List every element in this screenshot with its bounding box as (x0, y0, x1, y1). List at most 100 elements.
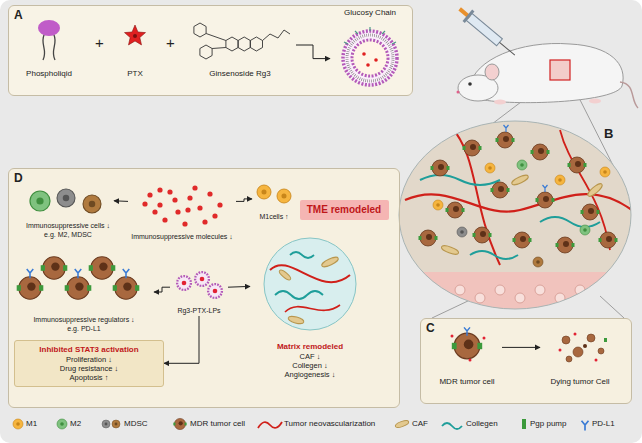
rg3-structure (194, 23, 206, 37)
tumor-illustration (581, 204, 600, 220)
tumor-illustration (568, 157, 587, 173)
tumor-illustration (491, 182, 510, 198)
legend-label: Tumor neovascularization (284, 419, 375, 429)
rg3-structure (238, 37, 250, 51)
drug-node: Rg3-PTX-LPs (170, 268, 228, 316)
tumor-illustration (441, 244, 460, 256)
matrix-illustration (264, 238, 356, 330)
node-text: Dying tumor Cell (550, 377, 609, 387)
tumor-illustration (580, 225, 590, 235)
dying-cell-icon (583, 344, 587, 348)
legend-label: CAF (412, 419, 428, 429)
mdr-cell-icon (483, 337, 486, 340)
matrix-illustration (270, 265, 350, 282)
rg3-structure (200, 45, 212, 59)
zoom-line (600, 296, 624, 318)
tumor-cell-chain (113, 277, 140, 299)
molecule-dots (207, 191, 212, 196)
tumor-cell-chain (17, 277, 44, 299)
highlight-box: TME remodeled (300, 200, 389, 220)
node-text: Drug resistance ↓ (60, 364, 118, 373)
tumor-cell-chain (123, 269, 130, 278)
mouse-illustration (550, 60, 570, 80)
legend-label: PD-L1 (592, 419, 615, 429)
panel-fill (420, 318, 632, 404)
node-text: Matrix remodeled (277, 342, 343, 352)
ptx-star (125, 25, 146, 45)
molecule-dots (202, 219, 207, 224)
immune-cell-icons (83, 195, 101, 213)
legend-icons (395, 419, 410, 428)
legend-icons (258, 422, 282, 428)
matrix-illustration (275, 291, 323, 299)
mdr-cell-icon (464, 327, 470, 335)
mouse-illustration (457, 43, 639, 108)
mdr-cell-icon (452, 333, 482, 359)
panel-fill (8, 168, 400, 408)
molecule-dots (167, 189, 172, 194)
connector-arrow (236, 199, 252, 202)
plus-sign: + (95, 34, 104, 52)
ptx-star (133, 34, 137, 38)
connector-arrow (164, 316, 199, 363)
effect-node: Immunosuppressive molecules ↓ (128, 184, 236, 242)
syringe-illustration (455, 3, 520, 61)
effect-node: Matrix remodeledCAF ↓Collegen ↓Angiogene… (250, 236, 370, 380)
legend-label: Pgp pump (530, 419, 566, 429)
m1-cell-icons (257, 185, 271, 199)
panel-box: DImmunosuppressive cells ↓e.g. M2, MDSCI… (8, 168, 400, 408)
tumor-illustration (536, 192, 555, 208)
node-text: Angiogenesis ↓ (285, 370, 336, 379)
tumor-cell-chain (75, 269, 82, 278)
phospholipid-icon (53, 35, 55, 60)
syringe-illustration (463, 10, 475, 23)
dying-cell-icon (566, 356, 572, 362)
molecule-dots (217, 202, 222, 207)
liposome-icon (342, 30, 398, 86)
tumor-illustration (463, 140, 482, 156)
syringe-illustration (466, 13, 502, 46)
node-text: Immunosuppressive regulators ↓ (33, 316, 134, 324)
tumor-cell-chain (65, 277, 92, 299)
tumor-illustration (431, 160, 450, 176)
tumor-illustration (399, 121, 631, 309)
rg3-structure (226, 37, 238, 51)
tumor-illustration (457, 227, 467, 237)
tumor-illustration (556, 237, 575, 253)
rg3-structure (206, 30, 290, 49)
legend-icons (57, 419, 67, 429)
tumor-illustration (517, 160, 527, 170)
tumor-illustration (531, 144, 550, 160)
tumor-illustration (496, 132, 515, 148)
liposome-icon (344, 27, 396, 44)
immune-cell-icons (57, 189, 75, 207)
liposome-icons (195, 272, 209, 286)
node-text: Rg3-PTX-LPs (177, 307, 220, 315)
matrix-illustration (287, 315, 304, 325)
dying-cell-icon (562, 336, 570, 344)
molecule-dots (192, 185, 197, 190)
matrix-illustration (285, 305, 340, 312)
panel-letter: B (604, 126, 613, 142)
molecule-dots (197, 205, 202, 210)
molecule-dots (142, 185, 222, 226)
molecule-dots (147, 192, 152, 197)
tumor-illustration (433, 200, 443, 210)
connector-arrow (114, 200, 128, 202)
dying-cell-icon (587, 334, 595, 342)
molecule-dots (162, 217, 167, 222)
node-text: Immunosuppressive molecules ↓ (131, 233, 233, 241)
panel-fill (8, 5, 413, 96)
node-text: TME remodeled (307, 204, 381, 216)
immune-cell-icons (30, 189, 101, 213)
component-node: PTX (112, 14, 158, 80)
molecule-dots (157, 202, 162, 207)
tumor-illustration (586, 182, 604, 198)
liposome-node: Glucosy Chain (330, 7, 410, 93)
legend-label: MDR tumor cell (190, 419, 245, 429)
legend-icons (112, 420, 120, 428)
legend-icons (102, 420, 110, 428)
tumor-illustration (615, 285, 625, 295)
tumor-cell-chain (17, 257, 140, 299)
